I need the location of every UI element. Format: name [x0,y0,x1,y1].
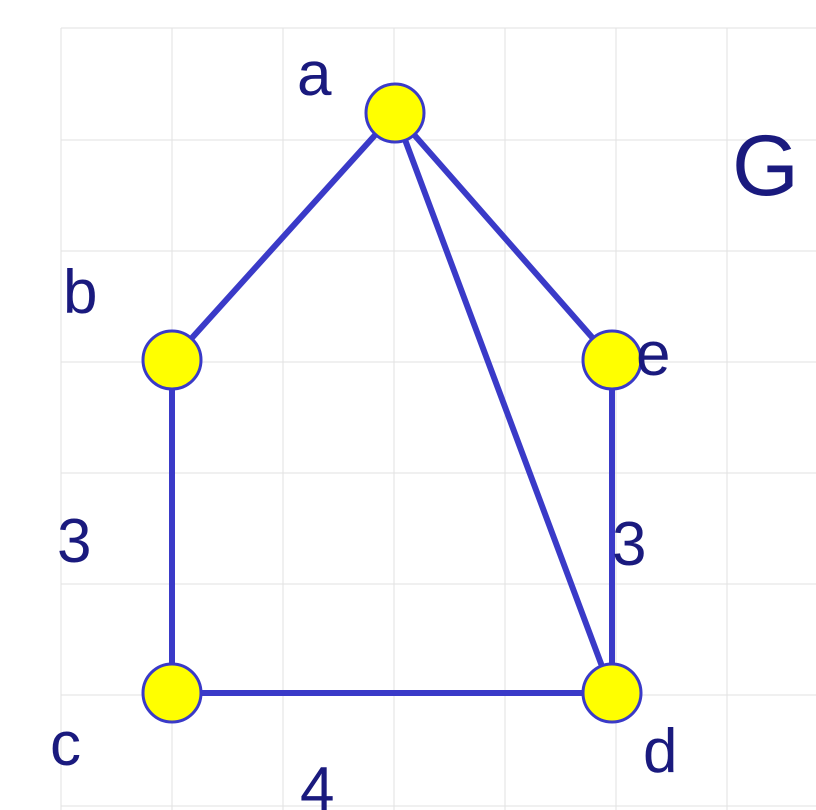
graph-edges [169,110,615,696]
node-label-a: a [297,40,332,109]
graph-nodes [141,82,643,724]
edge-a-e [392,110,615,363]
graph-name-label: G [732,118,799,214]
edge-weight-e-d: 3 [612,510,646,579]
edge-weight-b-c: 3 [57,507,91,576]
edge-weight-c-d: 4 [300,755,334,810]
node-label-c: c [50,710,81,779]
node-label-e: e [636,320,670,389]
edge-a-d [392,110,615,696]
node-a [364,82,426,144]
graph-labels: G a b c d e 3 3 4 [50,40,799,810]
node-c [141,662,203,724]
node-label-d: d [643,717,677,786]
node-b [141,329,203,391]
edge-a-b [169,110,398,363]
node-d [581,662,643,724]
node-label-b: b [63,258,97,327]
node-e [581,329,643,391]
